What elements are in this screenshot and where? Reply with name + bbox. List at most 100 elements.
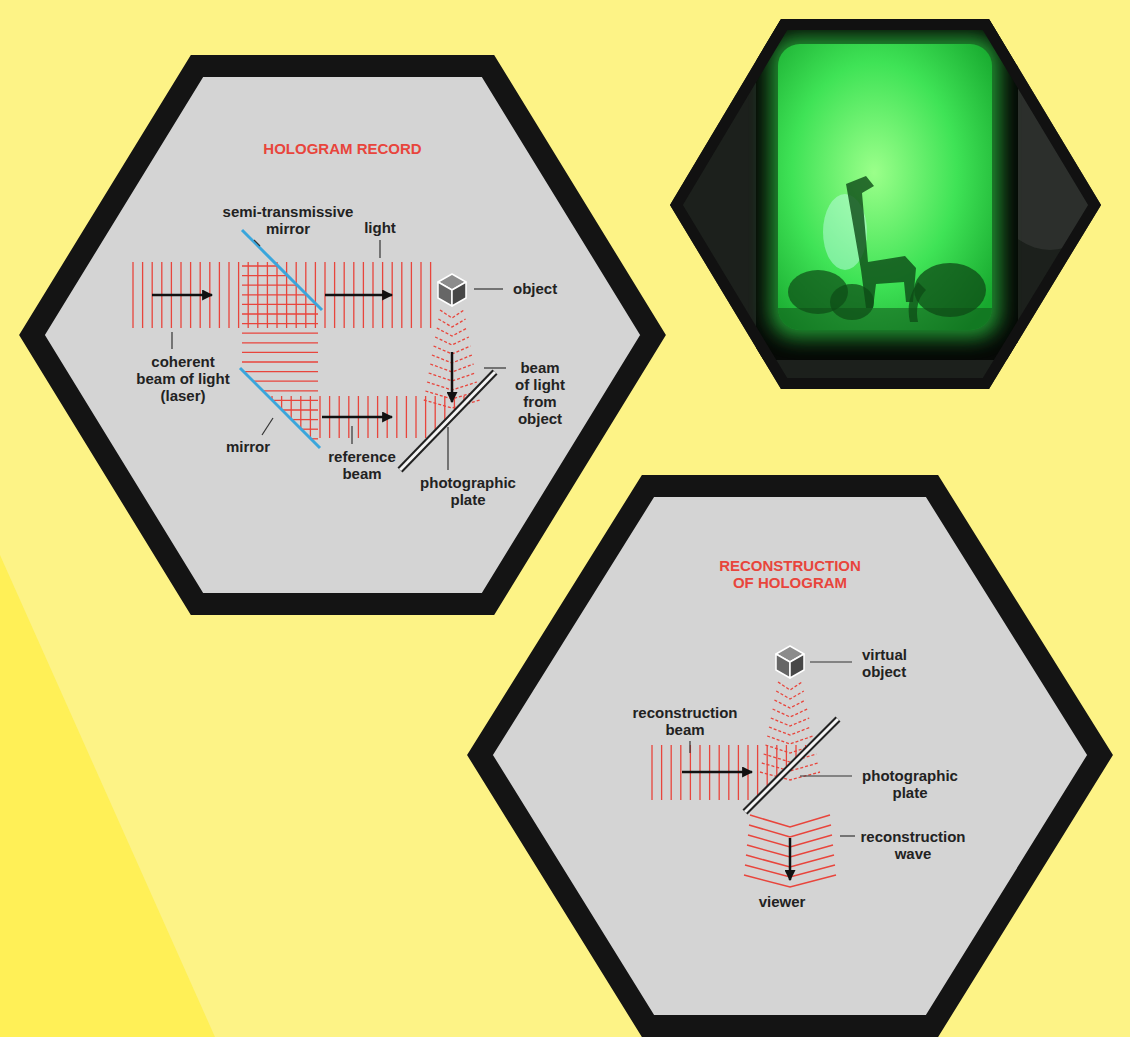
wavefront-line <box>142 262 143 328</box>
wavefront-line <box>242 285 297 286</box>
part-label: beam of light from object <box>512 359 568 427</box>
reconstruction-wavefront <box>750 815 830 827</box>
direction-arrow <box>682 771 752 774</box>
wavefront-line <box>396 396 397 438</box>
label-anchor: reconstruction wave <box>853 828 973 862</box>
ground-strip <box>778 308 992 330</box>
photo-hexagon-border <box>670 19 1101 389</box>
part-label: virtual object <box>862 646 924 680</box>
hologram-photo <box>650 0 1130 410</box>
wavefront-line <box>272 400 318 401</box>
wavefront-line <box>786 745 787 767</box>
part-label: photographic plate <box>855 767 965 801</box>
wavefront-line <box>776 745 777 776</box>
hexagon-shape <box>480 486 1100 1026</box>
reconstruction-wavefront <box>749 825 831 837</box>
wavefront-line <box>435 396 436 430</box>
direction-arrow <box>789 838 792 880</box>
hexagon-panel: RECONSTRUCTION OF HOLOGRAM <box>468 475 1112 1037</box>
object-wavefront <box>778 682 802 690</box>
label-anchor: object <box>513 280 557 297</box>
label-anchor: virtual object <box>862 646 924 680</box>
wavefront-line <box>315 262 316 328</box>
wavefront-line <box>767 745 768 786</box>
wavefronts <box>133 262 836 887</box>
wavefront-line <box>242 313 318 314</box>
direction-arrow <box>325 294 392 297</box>
wavefront-line <box>425 396 426 438</box>
photo-glow <box>770 36 1000 338</box>
wavefront-line <box>671 745 672 800</box>
photographic-plate-face <box>745 719 838 812</box>
wavefront-line <box>319 396 320 438</box>
leader-line <box>171 332 172 349</box>
part-label: light <box>364 219 396 236</box>
label-anchor: photographic plate <box>855 767 965 801</box>
hologram-figures <box>778 176 992 330</box>
photographic-plate-face <box>400 372 495 470</box>
hexagon-panel: HOLOGRAM RECORD <box>20 55 665 615</box>
wavefront-line <box>244 371 318 372</box>
hexagon-shape <box>32 66 653 604</box>
photographic-plate <box>400 372 495 470</box>
panel-title: HOLOGRAM RECORD <box>233 140 453 157</box>
direction-arrow <box>451 352 454 402</box>
wavefront-line <box>238 262 239 328</box>
label-anchor: beam of light from object <box>512 359 568 427</box>
label-anchor: semi-transmissive mirror <box>218 203 358 237</box>
object-cube <box>438 274 466 306</box>
wavefront-line <box>242 265 278 266</box>
mirror <box>240 368 320 448</box>
object-wavefront <box>774 700 805 708</box>
label-anchor: reconstruction beam <box>625 704 745 738</box>
wavefront-line <box>282 409 318 410</box>
wavefront-line <box>680 745 681 800</box>
wavefront-line <box>420 262 421 328</box>
wavefront-line <box>242 342 318 343</box>
leader-line <box>262 418 273 435</box>
leader-line <box>484 367 506 368</box>
object-wavefront <box>435 337 469 345</box>
part-label: viewer <box>759 893 806 910</box>
part-label: object <box>513 280 557 297</box>
object-wavefront <box>437 328 467 336</box>
wavefront-line <box>219 262 220 328</box>
wavefront-line <box>300 396 301 429</box>
hexagon-outline <box>20 55 665 615</box>
wavefront-line <box>406 396 407 438</box>
label-anchor: mirror <box>226 438 270 455</box>
panel-title: RECONSTRUCTION OF HOLOGRAM <box>710 557 870 591</box>
object-wavefront <box>776 691 804 699</box>
semi-transmissive-mirror <box>242 230 322 310</box>
object-wavefront <box>440 310 464 318</box>
wavefront-line <box>242 323 318 324</box>
wavefront-line <box>228 262 229 328</box>
part-label: photographic plate <box>413 474 523 508</box>
object-wavefront <box>764 754 817 762</box>
part-label: mirror <box>226 438 270 455</box>
part-label: reconstruction wave <box>853 828 973 862</box>
wavefront-line <box>292 419 318 420</box>
object-wavefront <box>769 727 811 735</box>
part-label: coherent beam of light (laser) <box>133 353 233 404</box>
label-anchor: light <box>364 219 396 236</box>
wavefront-line <box>242 294 307 295</box>
corner-triangle <box>0 555 215 1037</box>
label-anchor: viewer <box>759 893 806 910</box>
label-anchor: coherent beam of light (laser) <box>133 353 233 404</box>
leader-line <box>447 427 448 470</box>
object-wavefront <box>771 718 809 726</box>
wavefront-line <box>661 745 662 800</box>
wavefront-line <box>242 333 318 334</box>
label-anchor: reference beam <box>320 448 405 482</box>
photographic-plate <box>745 719 838 812</box>
part-label: semi-transmissive mirror <box>218 203 358 237</box>
leader-line <box>351 426 352 444</box>
wavefront-line <box>310 396 311 438</box>
wavefront-line <box>253 381 318 382</box>
wavefront-line <box>757 745 758 795</box>
leader-line <box>810 661 852 662</box>
wavefront-line <box>242 361 318 362</box>
object-wavefront <box>438 319 465 327</box>
